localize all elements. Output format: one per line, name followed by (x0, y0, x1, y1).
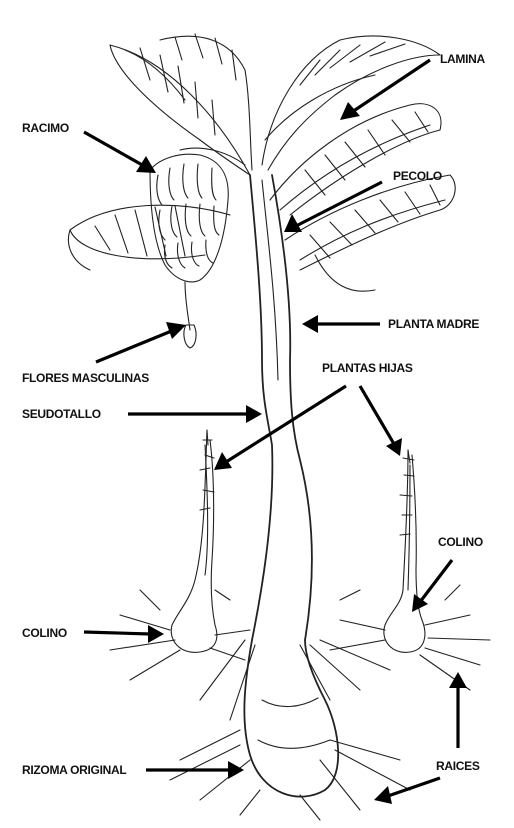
label-flores-masculinas: FLORES MASCULINAS (22, 371, 149, 385)
original-rhizome (244, 640, 338, 797)
leaf-right-middle (270, 104, 441, 215)
label-planta-madre: PLANTA MADRE (388, 317, 479, 331)
arrow-rizoma-original (146, 761, 244, 779)
arrow-colino-right (412, 560, 452, 612)
arrow-seudotallo (128, 405, 262, 423)
label-colino-right: COLINO (438, 535, 483, 549)
arrow-lamina (340, 60, 430, 120)
arrow-racimo (84, 132, 156, 173)
label-plantas-hijas: PLANTAS HIJAS (322, 361, 413, 375)
arrow-planta-madre (302, 315, 380, 333)
label-seudotallo: SEUDOTALLO (22, 407, 101, 421)
right-daughter-plant (384, 450, 425, 652)
mother-plant-stem (250, 175, 312, 640)
label-peciolo: PECOLO (393, 169, 442, 183)
label-colino-left: COLINO (22, 626, 67, 640)
arrow-plantas-hijas-left (214, 386, 346, 470)
banana-bunch (150, 148, 245, 348)
label-raices: RAICES (436, 759, 480, 773)
label-rizoma-original: RIZOMA ORIGINAL (22, 763, 126, 777)
arrow-colino-left (84, 625, 164, 643)
arrow-raices-up (449, 672, 467, 748)
label-lamina: LAMINA (440, 52, 485, 66)
roots (110, 585, 490, 820)
leaf-top-left (110, 34, 252, 175)
leaf-right-lower (285, 175, 455, 291)
label-racimo: RACIMO (22, 121, 69, 135)
leaf-left-lower (68, 205, 230, 270)
arrow-flores-masculinas (96, 322, 186, 362)
left-daughter-plant (171, 430, 217, 652)
arrow-raices-down (374, 778, 440, 804)
arrow-plantas-hijas-right (360, 386, 402, 456)
